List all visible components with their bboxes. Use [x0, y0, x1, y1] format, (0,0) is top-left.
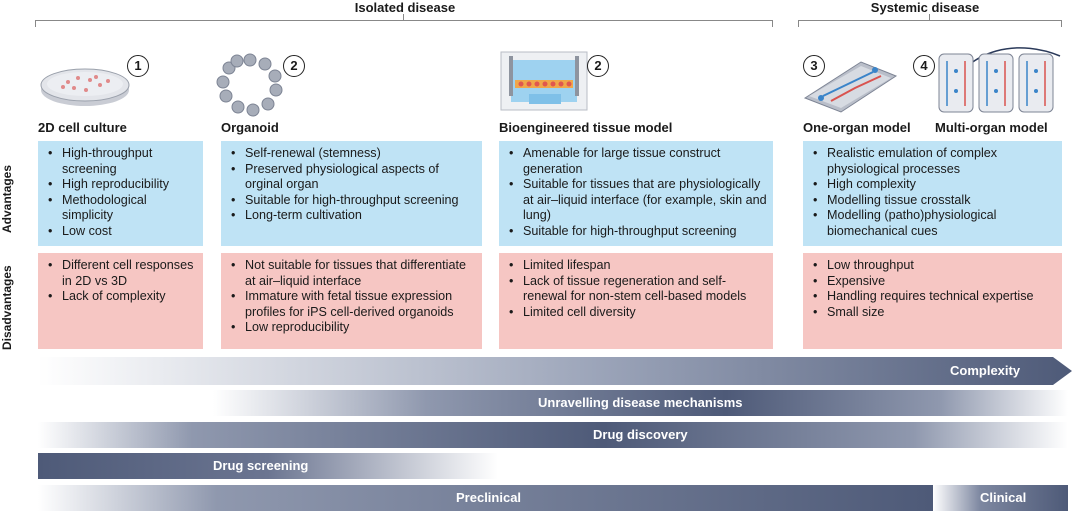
list-item: Immature with fetal tissue expression pr… — [231, 289, 476, 320]
petri-dish-icon — [40, 68, 130, 106]
isolated-disease-header: Isolated disease — [354, 0, 456, 15]
title-one-organ: One-organ model — [803, 120, 911, 135]
list-item: Low cost — [48, 224, 197, 240]
list-item: Self-renewal (stemness) — [231, 146, 476, 162]
bar-label-screening: Drug screening — [213, 458, 309, 473]
disadvantages-box-systemic: Low throughput Expensive Handling requir… — [803, 253, 1062, 349]
list-item: Low reproducibility — [231, 320, 476, 336]
list-item: Amenable for large tissue construct gene… — [509, 146, 767, 177]
bar-label-complexity: Complexity — [950, 363, 1021, 378]
row-label-advantages: Advantages — [0, 164, 14, 233]
list-item: Preserved physiological aspects of orgin… — [231, 162, 476, 193]
list-item: Suitable for high-throughput screening — [509, 224, 767, 240]
row-label-disadvantages: Disadvantages — [0, 265, 14, 350]
title-bioengineered: Bioengineered tissue model — [499, 120, 673, 135]
bar-mechanisms: Unravelling disease mechanisms — [213, 390, 1068, 416]
model-number-2a: 2 — [283, 55, 305, 77]
systemic-brace-tick — [929, 14, 930, 21]
bar-screening: Drug screening — [38, 453, 498, 479]
list-item: Limited lifespan — [509, 258, 767, 274]
list-item: Lack of tissue regeneration and self-ren… — [509, 274, 767, 305]
model-number-3: 3 — [803, 55, 825, 77]
list-item: Long-term cultivation — [231, 208, 476, 224]
list-item: High-throughput screening — [48, 146, 197, 177]
disadvantages-box-organoid: Not suitable for tissues that differenti… — [221, 253, 482, 349]
bar-label-preclinical: Preclinical — [456, 490, 522, 505]
disadvantages-box-2d: Different cell responses in 2D vs 3D Lac… — [38, 253, 203, 349]
list-item: Different cell responses in 2D vs 3D — [48, 258, 197, 289]
advantages-box-2d: High-throughput screening High reproduci… — [38, 141, 203, 246]
advantages-box-organoid: Self-renewal (stemness) Preserved physio… — [221, 141, 482, 246]
model-number-2b: 2 — [587, 55, 609, 77]
list-item: Small size — [813, 305, 1056, 321]
systemic-disease-header: Systemic disease — [870, 0, 980, 15]
list-item: High reproducibility — [48, 177, 197, 193]
list-item: Modelling (patho)physiological biomechan… — [813, 208, 1056, 239]
model-number-1: 1 — [127, 55, 149, 77]
list-item: Limited cell diversity — [509, 305, 767, 321]
transwell-icon — [500, 51, 588, 111]
isolated-disease-brace — [35, 20, 773, 27]
list-item: Not suitable for tissues that differenti… — [231, 258, 476, 289]
multi-organ-chip-icon — [938, 47, 1061, 113]
bar-discovery: Drug discovery — [38, 422, 1068, 448]
advantages-box-bioengineered: Amenable for large tissue construct gene… — [499, 141, 773, 246]
bar-label-discovery: Drug discovery — [593, 427, 688, 442]
advantages-box-systemic: Realistic emulation of complex physiolog… — [803, 141, 1062, 246]
list-item: Suitable for tissues that are physiologi… — [509, 177, 767, 224]
bar-preclinical: Preclinical — [38, 485, 933, 511]
organ-chip-icon — [803, 61, 898, 113]
list-item: Lack of complexity — [48, 289, 197, 305]
list-item: Handling requires technical expertise — [813, 289, 1056, 305]
bar-clinical: Clinical — [933, 485, 1068, 511]
list-item: Methodological simplicity — [48, 193, 197, 224]
organoid-icon — [216, 53, 283, 117]
list-item: High complexity — [813, 177, 1056, 193]
bar-label-mechanisms: Unravelling disease mechanisms — [538, 395, 743, 410]
model-number-4: 4 — [913, 55, 935, 77]
list-item: Expensive — [813, 274, 1056, 290]
list-item: Realistic emulation of complex physiolog… — [813, 146, 1056, 177]
isolated-brace-tick — [403, 14, 404, 21]
title-organoid: Organoid — [221, 120, 279, 135]
bar-label-clinical: Clinical — [980, 490, 1027, 505]
list-item: Suitable for high-throughput screening — [231, 193, 476, 209]
complexity-arrow — [38, 357, 1072, 385]
list-item: Low throughput — [813, 258, 1056, 274]
systemic-disease-brace — [798, 20, 1062, 27]
list-item: Modelling tissue crosstalk — [813, 193, 1056, 209]
title-2d-cell-culture: 2D cell culture — [38, 120, 127, 135]
title-multi-organ: Multi-organ model — [935, 120, 1048, 135]
disadvantages-box-bioengineered: Limited lifespan Lack of tissue regenera… — [499, 253, 773, 349]
